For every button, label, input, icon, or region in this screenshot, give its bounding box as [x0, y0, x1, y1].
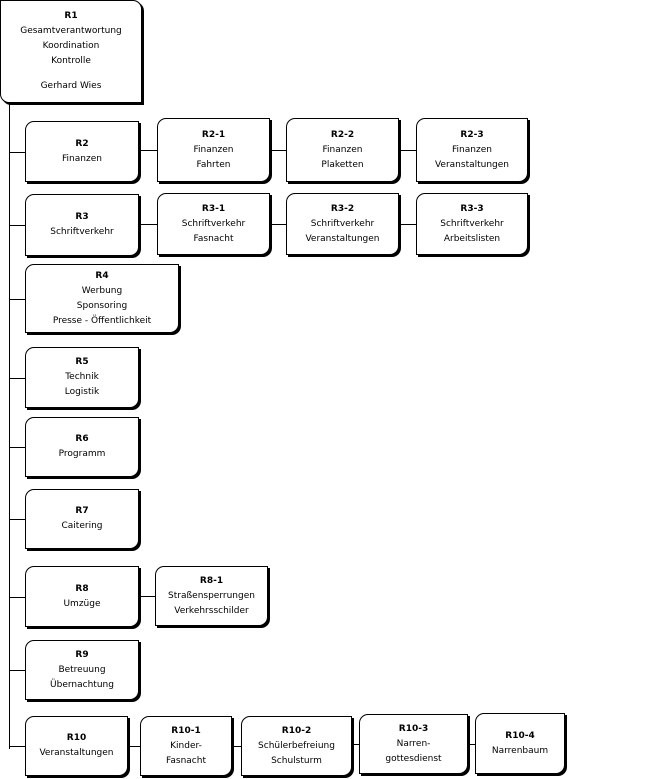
org-box-code: R5	[75, 357, 89, 367]
org-box-code: R10-2	[281, 725, 312, 736]
org-box-line: Narrenbaum	[491, 745, 549, 756]
org-box-code: R2-2	[330, 129, 355, 140]
org-box-line: Kontrolle	[51, 56, 91, 66]
org-box-code: R9	[75, 649, 89, 660]
org-box-code: R2-1	[201, 129, 226, 140]
org-box-code: R10-1	[171, 725, 201, 736]
org-box-line: Umzüge	[63, 598, 101, 609]
org-box-code: R4	[95, 270, 109, 281]
org-box-code: R10-4	[505, 730, 535, 741]
org-box-line: Finanzen	[193, 144, 234, 155]
org-box-line: Schriftverkehr	[50, 227, 114, 237]
org-box-line: Veranstaltungen	[39, 748, 114, 758]
org-box-line: Plaketten	[321, 159, 364, 170]
org-box-person: Gerhard Wies	[40, 81, 102, 91]
org-box-line: Narren-	[396, 738, 431, 749]
org-box-line: Verkehrsschilder	[174, 605, 249, 616]
org-box-line: Schülerbefreiung	[258, 740, 335, 751]
org-box-code: R2-3	[460, 129, 484, 140]
org-box-line: Caitering	[61, 521, 103, 531]
org-box-line: Gesamtverantwortung	[20, 26, 122, 36]
org-box-code: R3	[75, 212, 89, 222]
org-box-line: Logistik	[64, 387, 100, 397]
org-box-line: Fasnacht	[166, 755, 206, 766]
org-box-code: R7	[75, 506, 89, 516]
org-box-line: Finanzen	[452, 144, 492, 155]
org-box-line: Presse - Öffentlichkeit	[52, 315, 152, 326]
org-box-line: Schriftverkehr	[440, 218, 504, 229]
org-box-line: Straßensperrungen	[168, 590, 255, 601]
org-box-code: R8	[75, 583, 89, 594]
org-box-line: Technik	[65, 372, 99, 382]
org-box-code: R3-3	[460, 203, 484, 214]
org-box-line: Übernachtung	[50, 679, 114, 690]
org-box-code: R3-1	[201, 203, 226, 214]
org-box-line: Finanzen	[322, 144, 363, 155]
org-box-line: Schriftverkehr	[310, 218, 375, 229]
org-box-code: R6	[75, 434, 89, 444]
org-box-line: Veranstaltungen	[305, 233, 380, 244]
org-box-code: R2	[75, 138, 89, 149]
org-box-line: Sponsoring	[76, 300, 128, 311]
org-box-line: Koordination	[42, 41, 100, 51]
org-box-line: Veranstaltungen	[434, 159, 510, 170]
org-box-line: Fasnacht	[193, 233, 234, 244]
org-box-line: Fahrten	[196, 159, 231, 170]
org-box-line: Werbung	[81, 285, 123, 296]
org-box-code: R10	[66, 733, 87, 743]
org-box-line: Betreuung	[58, 664, 106, 675]
org-box-code: R1	[64, 11, 78, 21]
org-box-code: R8-1	[199, 575, 224, 586]
org-box-code: R10-3	[398, 723, 429, 734]
org-box-line: Kinder-	[170, 740, 202, 751]
org-box-line: Schulsturm	[271, 755, 322, 766]
org-box-line: Schriftverkehr	[181, 218, 246, 229]
org-box-line: gottesdienst	[385, 753, 442, 764]
org-box-line: Arbeitslisten	[443, 233, 501, 244]
org-box-line: Finanzen	[62, 153, 102, 164]
org-box-line: Programm	[58, 449, 106, 459]
org-box-code: R3-2	[330, 203, 355, 214]
